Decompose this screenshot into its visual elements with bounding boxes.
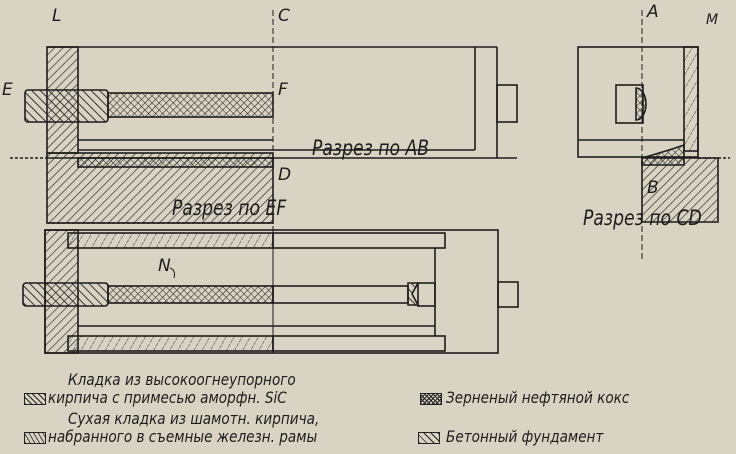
legend-refractory-line2: кирпича с примесью аморфн. SiC (48, 388, 287, 407)
section-cd-drawing (577, 10, 730, 260)
legend-refractory-line1: Кладка из высокоогнеупорного (68, 370, 296, 389)
section-ef-title: Разрез по EF (172, 196, 287, 220)
point-label-m: M (706, 12, 719, 28)
point-label-c: C (278, 6, 290, 26)
legend-chamotte-line1: Сухая кладка из шамотн. кирпича, (68, 409, 320, 428)
section-ab-drawing (10, 10, 518, 245)
point-label-n: N (158, 256, 171, 276)
legend-swatch-refractory (24, 393, 46, 405)
section-ef-drawing (22, 229, 519, 354)
legend-swatch-concrete (418, 432, 440, 444)
section-ab-title: Разрез по AB (312, 136, 430, 160)
legend-coke: Зерненый нефтяной кокс (446, 388, 630, 407)
point-label-e: E (2, 80, 13, 100)
point-label-d: D (278, 165, 292, 185)
legend-swatch-coke (420, 393, 442, 405)
section-cd-title: Разрез по CD (583, 206, 702, 230)
point-label-l: L (52, 6, 62, 26)
point-label-a: A (647, 2, 659, 22)
point-label-b: B (647, 178, 659, 198)
legend-concrete: Бетонный фундамент (446, 427, 604, 446)
point-label-f: F (278, 80, 288, 100)
legend-chamotte-line2: набранного в съемные железн. рамы (48, 427, 318, 446)
legend-swatch-chamotte (24, 432, 46, 444)
